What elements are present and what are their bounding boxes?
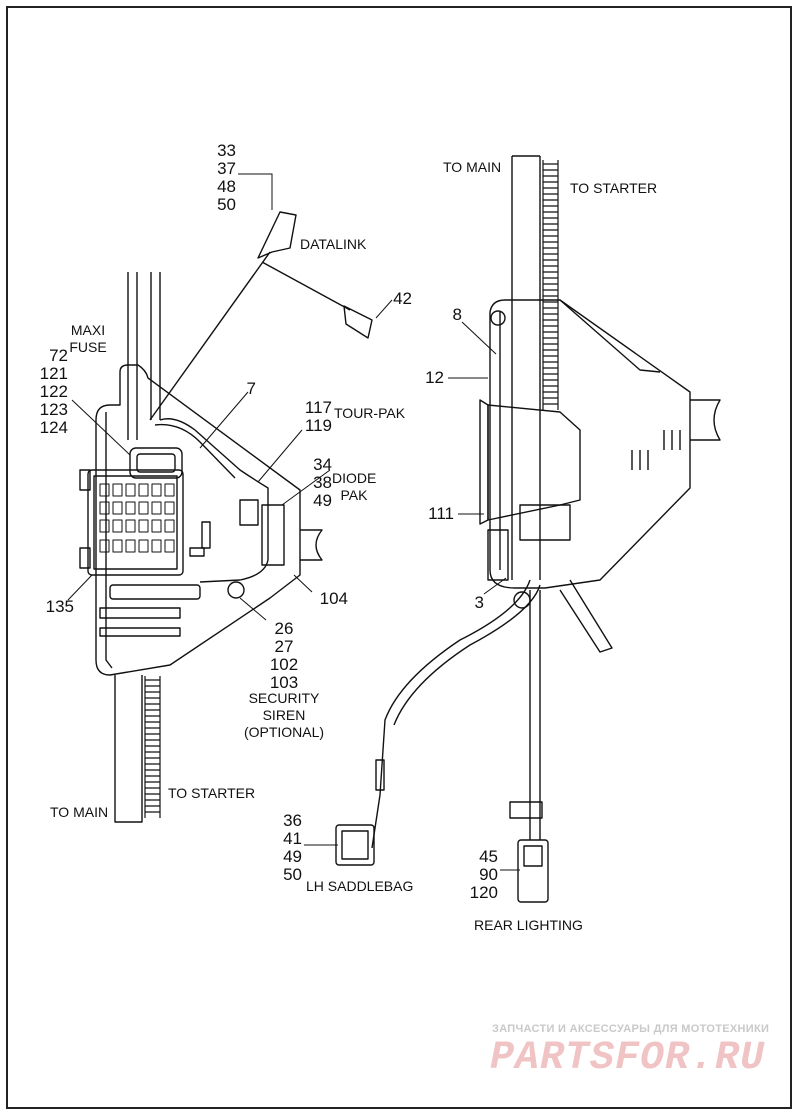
left-harness (159, 418, 269, 583)
right-main-conduit (511, 155, 541, 580)
watermark-tagline: ЗАПЧАСТИ И АКСЕССУАРЫ ДЛЯ МОТОТЕХНИКИ (492, 1023, 770, 1035)
part-42: 42 (393, 289, 412, 308)
datalink-label: DATALINK (300, 236, 367, 252)
left-starter-cable (144, 676, 161, 818)
saddlebag-cable (371, 579, 531, 849)
left-conduit-upper (127, 272, 161, 440)
left-to-starter-label: TO STARTER (168, 785, 256, 801)
right-to-main-label: TO MAIN (443, 159, 502, 175)
rear-lighting-cable (529, 590, 541, 840)
datalink-cable (149, 211, 351, 421)
part-3: 3 (474, 593, 484, 612)
part-8: 8 (452, 305, 462, 324)
maxi-fuse-block (129, 447, 183, 479)
lh-saddlebag-label: LH SADDLEBAG (306, 878, 414, 894)
right-starter-cable (542, 160, 559, 410)
part-104: 104 (319, 589, 348, 608)
right-bracket (489, 299, 691, 589)
watermark-logo: PARTSFOR.RU (490, 1036, 766, 1081)
tourpak-label: TOUR-PAK (334, 405, 406, 421)
diagram-frame (6, 6, 792, 1109)
security-siren-connector (227, 581, 245, 599)
left-mounting-plate (95, 364, 301, 676)
diode-pak (261, 504, 285, 566)
left-lower-conduit (114, 675, 143, 823)
right-to-starter-label: TO STARTER (570, 180, 658, 196)
fuse-box (87, 469, 184, 576)
part-12: 12 (425, 368, 444, 387)
rear-lighting-connector (517, 839, 549, 903)
rear-lighting-label: REAR LIGHTING (474, 917, 583, 933)
part-135: 135 (45, 597, 74, 616)
left-to-main-label: TO MAIN (50, 804, 109, 820)
cone-connector (487, 404, 581, 521)
part-111: 111 (428, 504, 454, 523)
part-7: 7 (246, 379, 256, 398)
